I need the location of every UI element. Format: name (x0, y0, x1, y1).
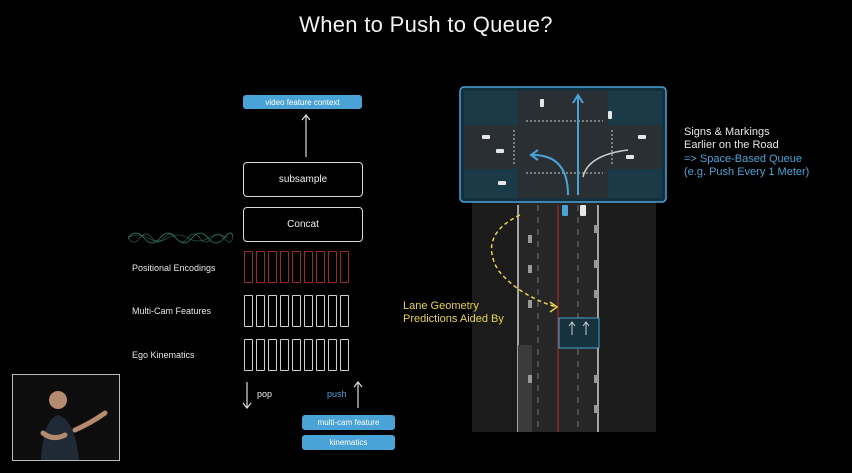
queue-cell (268, 339, 277, 371)
pop-down-arrow-icon (242, 382, 252, 409)
sine-wave-icon (128, 232, 233, 244)
positional-encodings-label: Positional Encodings (132, 263, 216, 273)
queue-cell (304, 295, 313, 327)
queue-cell (244, 295, 253, 327)
signs-line-1: Signs & Markings (684, 126, 770, 138)
lane-line-2: Predictions Aided By (403, 313, 504, 325)
queue-cell (280, 295, 289, 327)
subsample-box: subsample (243, 162, 363, 197)
queue-cell (304, 339, 313, 371)
queue-cell (292, 295, 301, 327)
queue-cell (328, 339, 337, 371)
space-based-queue-text: => Space-Based Queue (e.g. Push Every 1 … (684, 153, 809, 179)
queue-cell (328, 295, 337, 327)
queue-cell (292, 339, 301, 371)
queue-line-2: (e.g. Push Every 1 Meter) (684, 166, 810, 178)
queue-cell (280, 251, 289, 283)
multi-cam-features-label: Multi-Cam Features (132, 306, 212, 316)
queue-cell (280, 339, 289, 371)
queue-cell (304, 251, 313, 283)
queue-cell (268, 295, 277, 327)
queue-cell (244, 339, 253, 371)
queue-cell (328, 251, 337, 283)
video-feature-context-box: video feature context (243, 95, 362, 109)
speaker-figure-icon (13, 375, 119, 460)
push-up-arrow-icon (353, 381, 363, 408)
queue-cell (340, 251, 349, 283)
signs-line-2: Earlier on the Road (684, 139, 779, 151)
queue-cell (256, 251, 265, 283)
road-map-illustration (459, 86, 667, 432)
multi-cam-features-cells (244, 295, 349, 327)
queue-cell (292, 251, 301, 283)
queue-cell (340, 339, 349, 371)
queue-cell (256, 295, 265, 327)
positional-encodings-cells (244, 251, 349, 283)
speaker-video (12, 374, 120, 461)
lane-geometry-text: Lane Geometry Predictions Aided By (403, 300, 504, 326)
push-label: push (327, 389, 347, 399)
lane-line-1: Lane Geometry (403, 300, 479, 312)
multi-cam-feature-input: multi-cam feature (302, 415, 395, 430)
slide-title: When to Push to Queue? (299, 12, 553, 37)
signs-markings-text: Signs & Markings Earlier on the Road (684, 126, 779, 152)
queue-cell (316, 295, 325, 327)
ego-kinematics-label: Ego Kinematics (132, 350, 195, 360)
concat-box: Concat (243, 207, 363, 242)
queue-line-1: => Space-Based Queue (684, 153, 803, 165)
queue-cell (316, 339, 325, 371)
queue-cell (340, 295, 349, 327)
queue-cell (256, 339, 265, 371)
up-arrow-icon (301, 114, 311, 157)
queue-cell (244, 251, 253, 283)
pop-label: pop (257, 389, 273, 399)
ego-kinematics-cells (244, 339, 349, 371)
queue-cell (316, 251, 325, 283)
kinematics-input: kinematics (302, 435, 395, 450)
queue-cell (268, 251, 277, 283)
